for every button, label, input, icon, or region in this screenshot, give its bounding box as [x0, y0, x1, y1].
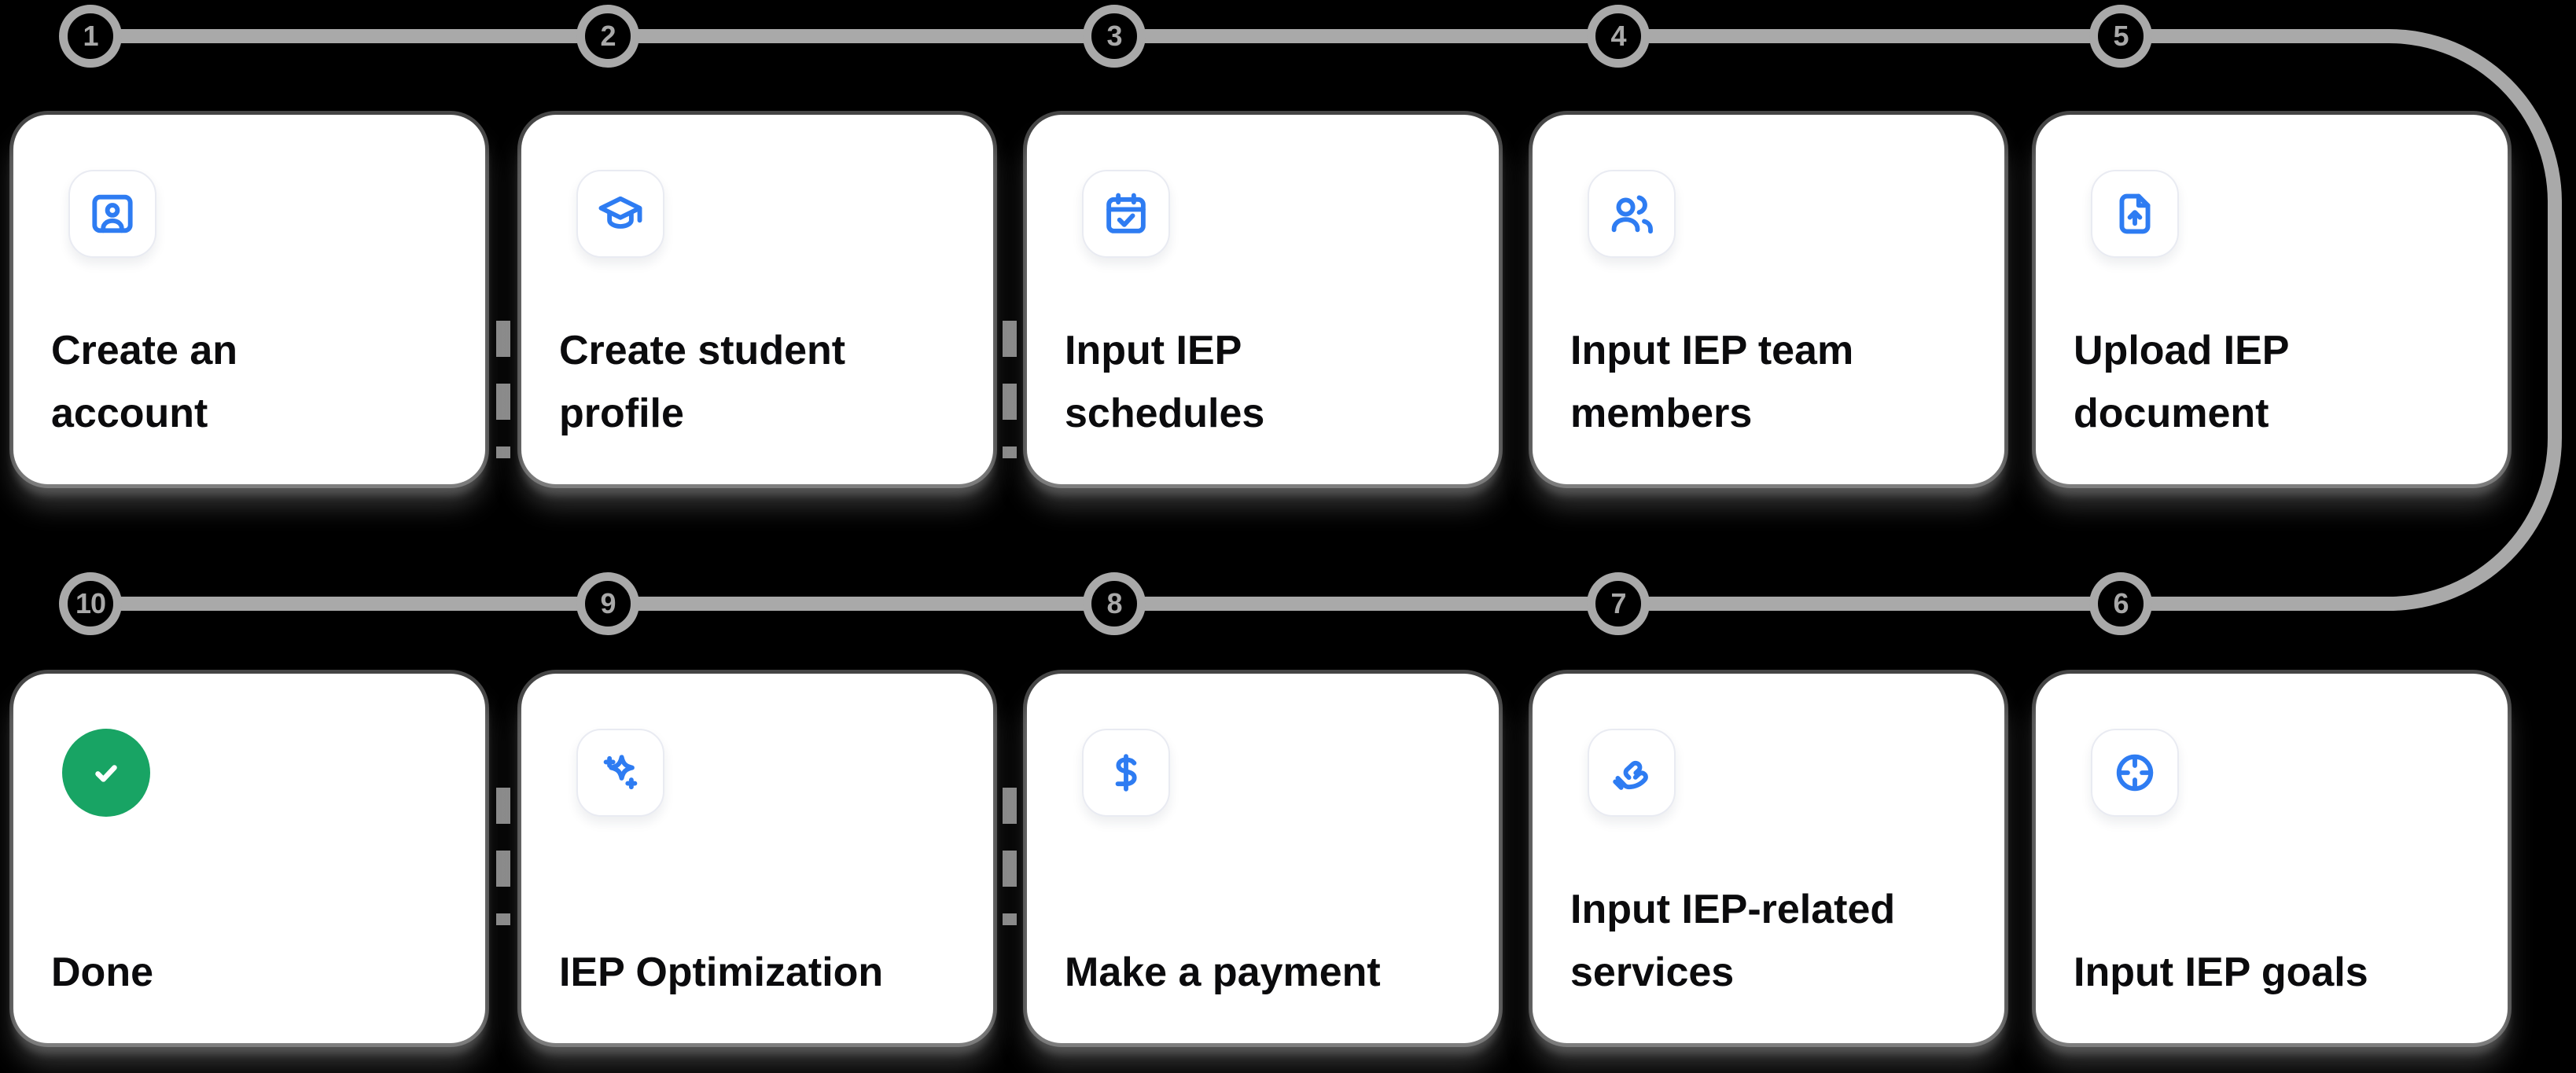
step-number: 9	[600, 587, 616, 619]
step-label: Input IEP team members	[1570, 319, 1965, 445]
step-card-done[interactable]: Done	[13, 674, 485, 1043]
label-line: IEP Optimization	[559, 950, 884, 995]
step-number-badge-4: 4	[1587, 5, 1650, 68]
label-line: account	[51, 391, 208, 436]
label-line: Input IEP	[1065, 328, 1242, 373]
step-number: 6	[2113, 587, 2129, 619]
step-card-make-a-payment[interactable]: Make a payment	[1027, 674, 1499, 1043]
step-label: Create student profile	[559, 319, 954, 445]
card-gap-connector	[1003, 321, 1017, 458]
step-number: 5	[2113, 20, 2129, 52]
step-number-badge-9: 9	[576, 572, 639, 635]
label-line: Done	[51, 950, 153, 995]
flow-connector-line	[90, 29, 2562, 611]
step-label: Input IEP goals	[2074, 941, 2468, 1004]
step-label: Input IEP-related services	[1570, 878, 1965, 1004]
target-icon	[2091, 729, 2179, 817]
label-line: Create student	[559, 328, 846, 373]
label-line: services	[1570, 950, 1735, 995]
file-upload-icon	[2091, 170, 2179, 258]
graduation-cap-icon	[576, 170, 664, 258]
step-number: 10	[75, 587, 106, 619]
step-number-badge-2: 2	[576, 5, 639, 68]
label-line: members	[1570, 391, 1753, 436]
step-number-badge-7: 7	[1587, 572, 1650, 635]
label-line: profile	[559, 391, 684, 436]
label-line: Input IEP goals	[2074, 950, 2368, 995]
card-gap-connector	[496, 788, 510, 925]
label-line: Make a payment	[1065, 950, 1381, 995]
team-members-icon	[1588, 170, 1676, 258]
label-line: Input IEP team	[1570, 328, 1854, 373]
label-line: Input IEP-related	[1570, 887, 1896, 932]
helping-hand-icon	[1588, 729, 1676, 817]
step-label: Done	[51, 941, 446, 1004]
label-line: schedules	[1065, 391, 1265, 436]
step-label: IEP Optimization	[559, 941, 954, 1004]
step-number-badge-10: 10	[59, 572, 122, 635]
step-card-create-student-profile[interactable]: Create student profile	[521, 115, 993, 484]
step-label: Upload IEP document	[2074, 319, 2468, 445]
label-line: document	[2074, 391, 2269, 436]
step-number: 1	[83, 20, 98, 52]
step-card-upload-iep-document[interactable]: Upload IEP document	[2036, 115, 2508, 484]
step-number: 4	[1610, 20, 1626, 52]
step-number: 8	[1106, 587, 1122, 619]
step-label: Make a payment	[1065, 941, 1459, 1004]
step-number: 7	[1610, 587, 1626, 619]
step-card-input-iep-schedules[interactable]: Input IEP schedules	[1027, 115, 1499, 484]
label-line: Create an	[51, 328, 237, 373]
step-card-input-iep-goals[interactable]: Input IEP goals	[2036, 674, 2508, 1043]
step-card-input-iep-related-services[interactable]: Input IEP-related services	[1533, 674, 2004, 1043]
step-card-create-account[interactable]: Create an account	[13, 115, 485, 484]
step-card-iep-optimization[interactable]: IEP Optimization	[521, 674, 993, 1043]
step-number-badge-5: 5	[2089, 5, 2152, 68]
step-label: Create an account	[51, 319, 446, 445]
step-number-badge-1: 1	[59, 5, 122, 68]
card-gap-connector	[1003, 788, 1017, 925]
sparkles-icon	[576, 729, 664, 817]
step-number: 2	[600, 20, 616, 52]
id-card-icon	[68, 170, 156, 258]
step-number-badge-8: 8	[1083, 572, 1146, 635]
check-circle-icon	[62, 729, 150, 817]
label-line: Upload IEP	[2074, 328, 2290, 373]
step-number: 3	[1106, 20, 1122, 52]
step-label: Input IEP schedules	[1065, 319, 1459, 445]
step-number-badge-3: 3	[1083, 5, 1146, 68]
dollar-icon	[1082, 729, 1170, 817]
step-card-input-iep-team-members[interactable]: Input IEP team members	[1533, 115, 2004, 484]
step-number-badge-6: 6	[2089, 572, 2152, 635]
card-gap-connector	[496, 321, 510, 458]
calendar-check-icon	[1082, 170, 1170, 258]
